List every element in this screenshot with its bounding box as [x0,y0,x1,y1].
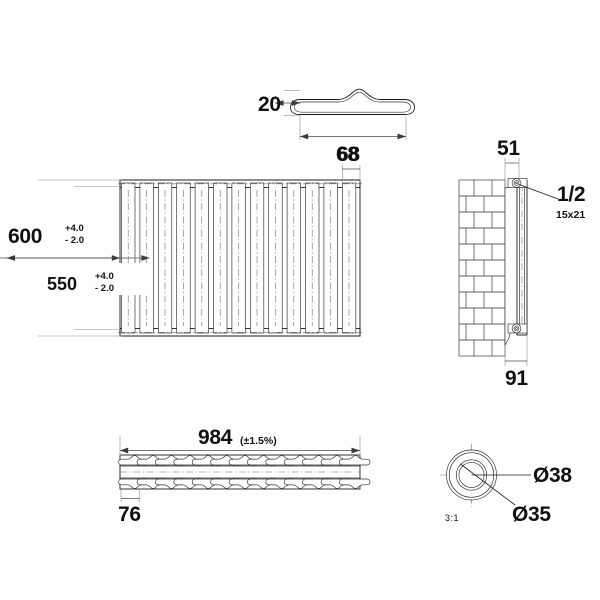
tol-600-lower: - 2.0 [65,235,84,246]
front-column [194,182,209,334]
front-column [305,182,320,334]
brick-wall [458,179,506,357]
dia-35-label: Ø35 [512,503,551,526]
h550-text-mask [44,263,148,295]
view-section-detail: Ø38 Ø35 3:1 [440,444,573,526]
tol-984-label: (±1.5%) [240,435,277,447]
front-column [341,182,357,334]
dim-76-label: 76 [118,503,141,526]
top-connection-fitting [507,178,528,188]
conn-thread-label: 15x21 [556,209,585,221]
dim-550-label: 550 [47,274,77,294]
front-column [249,182,265,334]
tol-550-lower: - 2.0 [95,283,114,294]
front-column [286,182,301,334]
view-front-elevation: 68 600 +4.0 - 2.0 550 +4.0 - 2.0 [0,143,362,337]
view-profile-detail: 20 68 [258,88,415,166]
dia35-leader [460,463,516,506]
front-column [176,182,191,334]
bottom-connection-fitting [507,323,528,334]
front-column [323,182,338,334]
dim-91-label: 91 [505,367,528,390]
front-column [231,182,246,334]
dim-51-label: 51 [497,137,520,160]
dim-984-label: 984 [198,426,233,449]
tol-550-upper: +4.0 [95,271,114,282]
front-columns [121,182,357,334]
plan-fins-top [118,455,371,466]
plan-fins-bottom [118,478,371,489]
connection-leader-line [518,184,559,200]
h600-text-mask [6,215,110,247]
tol-600-upper: +4.0 [65,223,84,234]
dim-20-label: 20 [258,93,281,116]
conn-size-label: 1/2 [557,183,585,206]
front-column [157,182,173,334]
dia-38-label: Ø38 [533,464,572,487]
dim-68-profile-label: 68 [336,143,359,166]
dim-68-pitch-label: 68 [337,143,360,166]
dim-600-label: 600 [8,225,42,248]
view-plan: 984 (±1.5%) 76 [118,426,371,526]
section-scale-label: 3:1 [445,513,459,523]
view-side-elevation: 51 91 1/2 15x21 [458,137,586,390]
front-column [213,182,228,334]
front-column [268,182,283,334]
